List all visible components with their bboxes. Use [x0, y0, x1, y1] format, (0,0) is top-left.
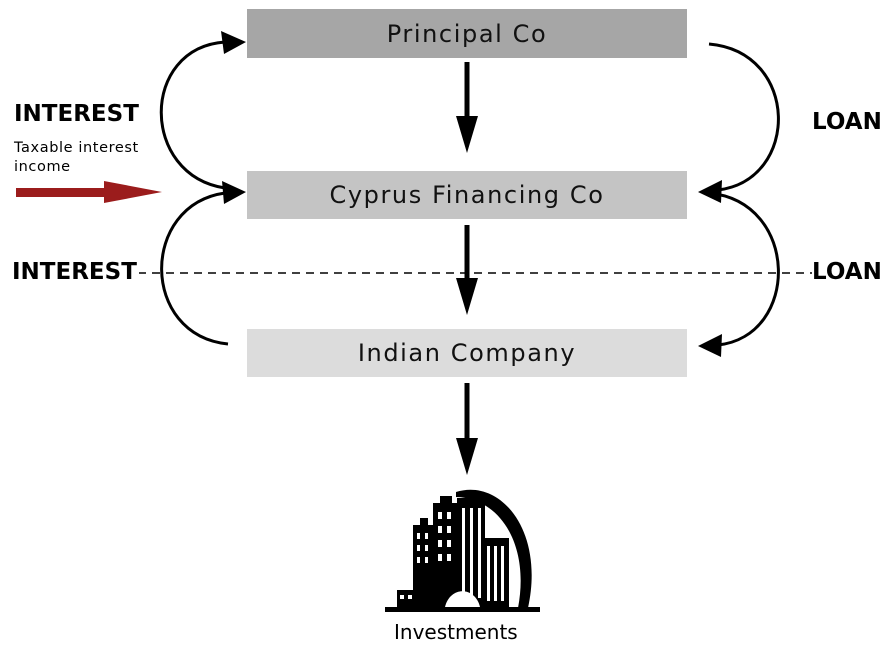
arrow-principal-to-cyprus	[456, 62, 478, 153]
loan-label-middle: LOAN	[812, 259, 882, 285]
interest-curve-top	[159, 31, 246, 190]
city-buildings-icon	[385, 489, 540, 612]
taxable-interest-label: Taxable interest income	[14, 140, 139, 175]
interest-label-middle: INTEREST	[12, 259, 139, 285]
loan-curve-top	[698, 42, 780, 203]
cyprus-financing-label: Cyprus Financing Co	[329, 181, 605, 209]
cyprus-financing-box: Cyprus Financing Co	[247, 171, 687, 219]
interest-curve-bottom	[160, 181, 246, 346]
interest-label-top: INTEREST	[14, 101, 139, 127]
indian-company-box: Indian Company	[247, 329, 687, 377]
loan-label-top: LOAN	[812, 109, 882, 135]
investments-label: Investments	[394, 620, 518, 644]
loan-curve-bottom	[698, 191, 780, 357]
principal-co-label: Principal Co	[386, 19, 548, 48]
arrow-cyprus-to-indian	[456, 225, 478, 315]
principal-co-box: Principal Co	[247, 9, 687, 58]
arrow-indian-to-investments	[456, 383, 478, 475]
indian-company-label: Indian Company	[357, 339, 577, 367]
taxable-interest-arrow	[16, 181, 162, 203]
